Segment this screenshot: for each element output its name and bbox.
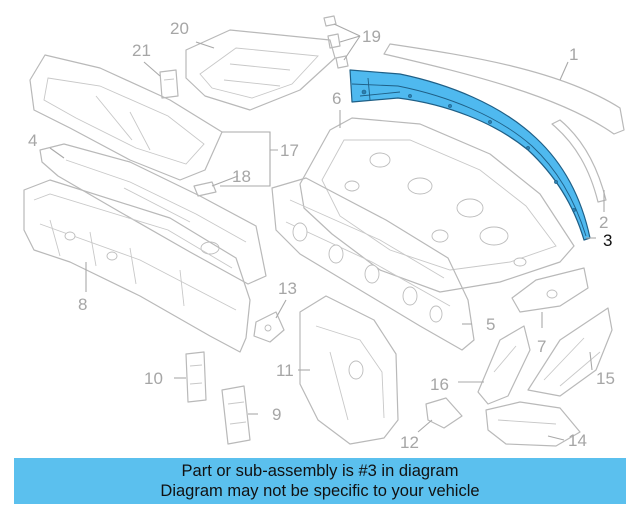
- part-12-bracket: [425, 397, 463, 429]
- callout-5: 5: [486, 315, 495, 334]
- part-5-lower-panel: [271, 177, 475, 351]
- part-11-wheelhouse: [299, 295, 399, 445]
- part-6-deck: [299, 117, 575, 293]
- part-2-strip: [551, 119, 607, 203]
- part-14-lower-bracket: [485, 401, 581, 447]
- callout-12: 12: [400, 433, 419, 452]
- part-9-bracket: [221, 385, 251, 445]
- part-19-clips: [323, 15, 349, 69]
- part-4-crossmember: [39, 143, 267, 285]
- callout-11: 11: [276, 361, 294, 380]
- part-17-shelf: [29, 54, 223, 181]
- callout-10: 10: [144, 369, 163, 388]
- part-18-clip: [193, 181, 217, 197]
- callout-21: 21: [132, 41, 151, 60]
- part-16-bracket: [477, 325, 531, 405]
- part-20-tray: [185, 29, 336, 111]
- part-3-highlighted-rail: [349, 69, 591, 241]
- banner-line-1: Part or sub-assembly is #3 in diagram: [181, 462, 459, 480]
- callout-2: 2: [599, 213, 608, 232]
- callout-1: 1: [569, 45, 578, 64]
- callout-3: 3: [603, 231, 612, 250]
- part-7-bracket: [511, 267, 589, 313]
- callout-8: 8: [78, 295, 87, 314]
- part-21-bracket: [159, 69, 179, 99]
- part-13-plate: [253, 311, 285, 343]
- callout-16: 16: [430, 375, 449, 394]
- part-1-trim-strip: [383, 43, 625, 135]
- callout-14: 14: [568, 431, 587, 450]
- callout-labels: 1 2 3 4 5 6 7 8 9 10 11 12 13 14 15 16 1…: [28, 19, 615, 452]
- callout-4: 4: [28, 131, 37, 150]
- part-10-bracket: [185, 351, 207, 403]
- info-banner: Part or sub-assembly is #3 in diagram Di…: [14, 458, 626, 504]
- callout-9: 9: [272, 405, 281, 424]
- callout-18: 18: [232, 167, 251, 186]
- part-15-side-member: [527, 307, 613, 397]
- callout-7: 7: [537, 337, 546, 356]
- part-8-rear-panel: [23, 179, 251, 353]
- callout-19: 19: [362, 27, 381, 46]
- leader-lines: [49, 23, 605, 441]
- callout-15: 15: [596, 369, 615, 388]
- banner-line-2: Diagram may not be specific to your vehi…: [160, 482, 480, 500]
- callout-17: 17: [280, 141, 299, 160]
- callout-13: 13: [278, 279, 297, 298]
- callout-6: 6: [332, 89, 341, 108]
- callout-20: 20: [170, 19, 189, 38]
